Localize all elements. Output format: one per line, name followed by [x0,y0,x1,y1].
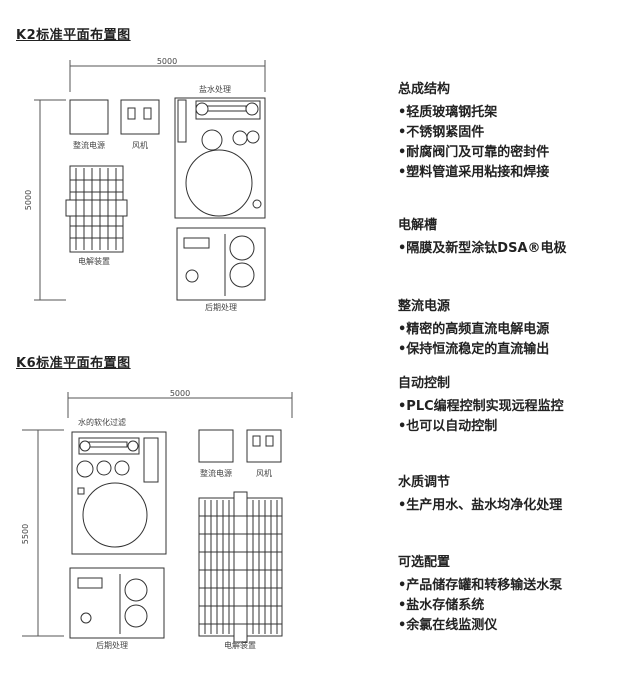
k6-electrolyzer-cells [204,500,278,634]
k2-post-tank-2 [229,262,255,288]
k2-fan-slot-right [143,107,152,120]
k2-brine-tank-bar [205,105,247,112]
k6-rectifier-label: 整流电源 [200,468,232,478]
k6-rectifier-box [198,429,234,463]
feature-item: •也可以自动控制 [398,419,498,434]
k6-softening-label: 水的软化过滤 [78,417,126,427]
k2-post-panel [183,237,210,249]
k6-softening-pump-3 [114,460,130,476]
k6-plan-title: K6标准平面布置图 [16,356,131,371]
feature-rectifier: 整流电源 •精密的高频直流电解电源 •保持恒流稳定的直流输出 [398,297,638,360]
k6-fan-slot-left [252,435,261,447]
k2-plan-title: K2标准平面布置图 [16,28,131,43]
feature-title: 自动控制 [398,376,451,391]
k6-softening-tank-end-right [127,440,139,452]
feature-title: 总成结构 [398,82,451,97]
k6-post-label: 后期处理 [96,640,128,650]
k2-brine-pump-3 [246,130,260,144]
k6-softening-main-tank [82,482,148,548]
feature-item: •隔膜及新型涂钛DSA®电极 [398,241,567,256]
k6-softening-valve [77,487,85,495]
k2-dim-height-label: 5000 [24,190,33,210]
feature-assembly: 总成结构 •轻质玻璃钢托架 •不锈钢紧固件 •耐腐阀门及可靠的密封件 •塑料管道… [398,80,638,183]
feature-item: •余氯在线监测仪 [398,618,498,633]
k2-brine-tank-end-left [195,102,209,116]
k2-electrolyzer-cells [75,168,117,250]
k2-electrolyzer-label: 电解装置 [78,256,110,266]
k2-brine-pump-2 [232,130,248,146]
k6-fan-label: 风机 [256,468,272,478]
k6-softening-pump-2 [96,460,112,476]
k6-electrolyzer-spine [233,491,248,643]
feature-item: •产品储存罐和转移输送水泵 [398,578,563,593]
feature-item: •塑料管道采用粘接和焊接 [398,165,550,180]
feature-title: 水质调节 [398,475,451,490]
k2-brine-main-tank [185,149,253,217]
k6-softening-tank-end-left [79,440,91,452]
k2-fan-slot-left [127,107,136,120]
k6-softening-pump-1 [76,460,94,478]
k6-post-panel [77,577,103,589]
k2-brine-bar [177,99,187,143]
feature-auto-control: 自动控制 •PLC编程控制实现远程监控 •也可以自动控制 [398,374,638,437]
k6-post-tank-1 [124,578,148,602]
feature-title: 整流电源 [398,299,451,314]
k2-fan-box [120,99,160,135]
feature-item: •保持恒流稳定的直流输出 [398,342,550,357]
k2-post-pump [185,269,199,283]
k2-rectifier-box [69,99,109,135]
feature-item: •不锈钢紧固件 [398,125,485,140]
k6-electrolyzer-label: 电解装置 [224,640,256,650]
k6-fan-box [246,429,282,463]
k2-post-label: 后期处理 [205,302,237,312]
k6-dim-height-label: 5500 [21,524,30,544]
feature-title: 可选配置 [398,555,451,570]
k2-brine-label: 盐水处理 [199,84,231,94]
k2-electrolyzer-rows [70,179,123,239]
feature-water-quality: 水质调节 •生产用水、盐水均净化处理 [398,473,638,516]
k6-softening-column [143,437,159,483]
k2-brine-tank-end-right [245,102,259,116]
k2-floor-plan: 5000 5000 [24,57,266,312]
feature-electrolyzer: 电解槽 •隔膜及新型涂钛DSA®电极 [398,216,638,259]
feature-optional: 可选配置 •产品储存罐和转移输送水泵 •盐水存储系统 •余氯在线监测仪 [398,553,638,636]
feature-item: •精密的高频直流电解电源 [398,322,550,337]
feature-item: •轻质玻璃钢托架 [398,105,498,120]
k2-fan-label: 风机 [132,140,148,150]
feature-item: •耐腐阀门及可靠的密封件 [398,145,550,160]
k6-softening-tank-bar [88,441,128,448]
feature-item: •生产用水、盐水均净化处理 [398,498,563,513]
k6-post-pump [80,612,92,624]
feature-item: •PLC编程控制实现远程监控 [398,399,564,414]
k2-electrolyzer-band [65,199,128,217]
k2-rectifier-label: 整流电源 [73,140,105,150]
k6-floor-plan: 5000 5500 [21,389,293,650]
k6-fan-slot-right [265,435,274,447]
k2-brine-pump-1 [201,129,223,151]
k6-electrolyzer-rows [199,515,282,625]
feature-title: 电解槽 [398,218,438,233]
k2-post-tank-1 [229,235,255,261]
k2-dim-width-label: 5000 [157,57,177,66]
k6-post-tank-2 [124,604,148,628]
k6-dim-width-label: 5000 [170,389,190,398]
feature-item: •盐水存储系统 [398,598,485,613]
k2-brine-valve [252,199,262,209]
